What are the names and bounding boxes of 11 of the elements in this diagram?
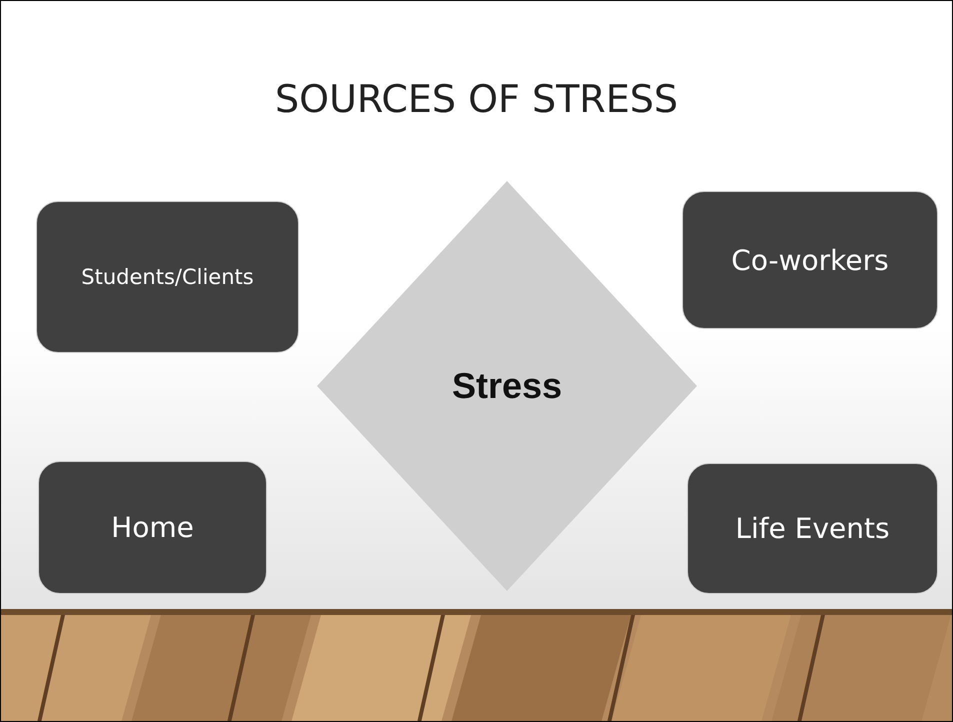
node-label: Home bbox=[111, 511, 194, 544]
diamond-shape bbox=[317, 181, 697, 591]
node-label: Life Events bbox=[735, 512, 890, 545]
slide-title: SOURCES OF STRESS bbox=[274, 77, 679, 121]
rounded-box bbox=[36, 201, 299, 353]
rounded-box bbox=[38, 461, 267, 594]
rounded-box bbox=[687, 463, 938, 594]
node-label: Stress bbox=[452, 365, 562, 407]
node-label: Co-workers bbox=[731, 244, 889, 276]
rounded-box bbox=[682, 191, 938, 329]
node-label: Students/Clients bbox=[81, 265, 254, 289]
